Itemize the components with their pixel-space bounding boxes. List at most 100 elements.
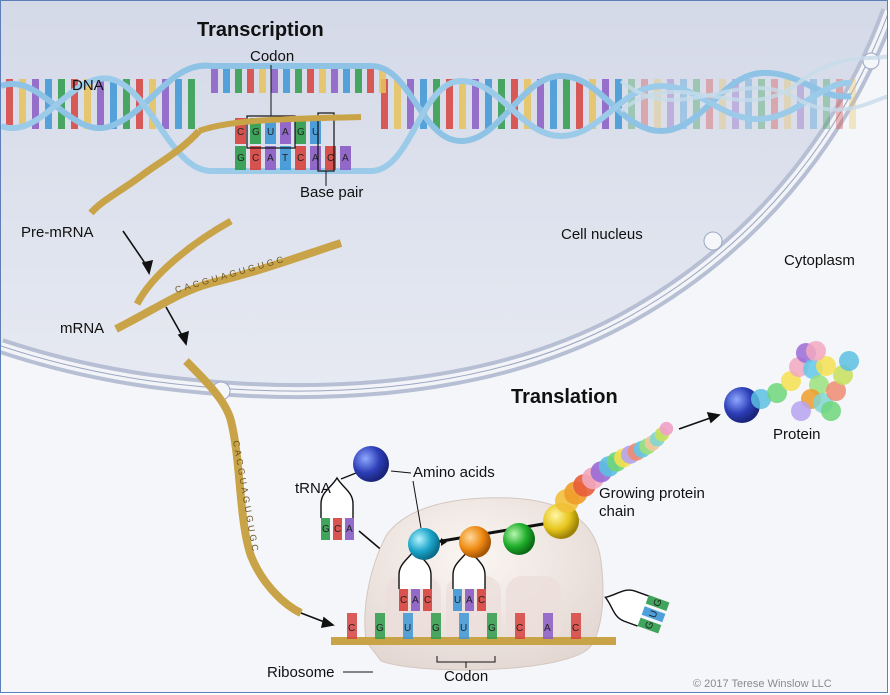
exiting-trna: GUG [604,589,670,634]
mrna-base: G [375,613,385,639]
dna-base-letter: G [237,153,245,164]
amino-acid [503,523,535,555]
dna-base-pair-rung [654,79,661,129]
protein-amino-acid [821,401,841,421]
nuclear-pore [862,52,880,70]
rna-base: U [265,118,276,144]
amino-acid [459,526,491,558]
dna-base-pair-rung [745,79,752,129]
dna-base-letter: T [282,153,288,164]
mrna-base: U [403,613,413,639]
protein-amino-acid [767,383,787,403]
dna-base-pair-rung [6,79,13,129]
mrna-base-letter: A [544,623,551,634]
dna-base-pair-rung [849,79,856,129]
dna-base [319,69,326,93]
dna-base-letter: A [342,153,349,164]
dna-base-pair-rung [381,79,388,129]
dna-base-pair-rung [394,79,401,129]
dna-backbone-top [1,62,852,145]
dna-base-pair-rung [459,79,466,129]
ribosome-label: Ribosome [267,664,335,681]
rna-base: G [250,118,261,144]
protein-label: Protein [773,426,821,443]
dna-base-pair-rung [407,79,414,129]
dna-base-pair-rung [84,79,91,129]
dna-template-base: C [295,146,306,170]
dna-base-pair-rung [784,79,791,129]
dna-base-pair-rung [110,79,117,129]
dna-base-pair-rung [175,79,182,129]
rna-base-letter: U [267,127,274,138]
mrna-base: U [459,613,469,639]
protein-amino-acid [816,356,836,376]
chain-amino-acid [659,421,674,436]
protein-amino-acid [791,401,811,421]
anticodon-letter: U [454,595,461,606]
dna-template-base: C [250,146,261,170]
transcription-title: Transcription [197,19,324,41]
dna-base [283,69,290,93]
dna-base-pair-rung [576,79,583,129]
rna-base-letter: C [237,127,244,138]
dna-base-letter: C [252,153,259,164]
dna-base-pair-rung [563,79,570,129]
dna-base-pair-rung [823,79,830,129]
dna-base-letter: C [297,153,304,164]
mrna-base-letter: C [516,623,523,634]
mrna-strand-cytoplasm [183,358,303,617]
mrna-base-letter: U [404,623,411,634]
dna-base-letter: A [312,153,319,164]
dna-base-pair-rung [771,79,778,129]
dna-base [259,69,266,93]
dna-base-pair-rung [693,79,700,129]
anticodon-letter: G [322,524,330,535]
mrna-base: A [543,613,553,639]
dna-template-base: G [235,146,246,170]
mrna-base-letter: C [348,623,355,634]
protein [724,341,859,423]
dna-base [307,69,314,93]
anticodon-letter: A [466,595,473,606]
protein-amino-acid [826,381,846,401]
mrna-base-letter: G [488,623,496,634]
translation-title: Translation [511,386,618,408]
trna-label: tRNA [295,480,331,497]
mrna-base-letter: C [572,623,579,634]
rna-base: G [295,118,306,144]
mrna-base: C [347,613,357,639]
dna-base [271,69,278,93]
nuclear-pore [703,231,723,251]
anticodon-letter: U [648,609,661,620]
cytoplasm-label: Cytoplasm [784,252,855,269]
dna-base-pair-rung [446,79,453,129]
dna-base-letter: A [267,153,274,164]
rna-base-letter: G [297,127,305,138]
rna-base: A [280,118,291,144]
mrna-label: mRNA [60,320,104,337]
dna-base-pair-rung [71,79,78,129]
protein-amino-acid [724,387,760,423]
dna-base-pair-rung [97,79,104,129]
dna-template-base: A [265,146,276,170]
protein-amino-acid [751,389,771,409]
dna-template-base: A [310,146,321,170]
dna-base [295,69,302,93]
dna-base-pair-rung [758,79,765,129]
mrna-base-letter: G [376,623,384,634]
dna-base [331,69,338,93]
copyright-text: © 2017 Terese Winslow LLC [693,678,832,690]
dna-base-pair-rung [667,79,674,129]
anticodon-letter: C [334,524,341,535]
codon-label-bottom: Codon [444,668,488,685]
rna-base: U [310,118,321,144]
trna-molecule: GUG [604,589,670,634]
dna-base-pair-rung [123,79,130,129]
dna-base-pair-rung [810,79,817,129]
dna-base [355,69,362,93]
